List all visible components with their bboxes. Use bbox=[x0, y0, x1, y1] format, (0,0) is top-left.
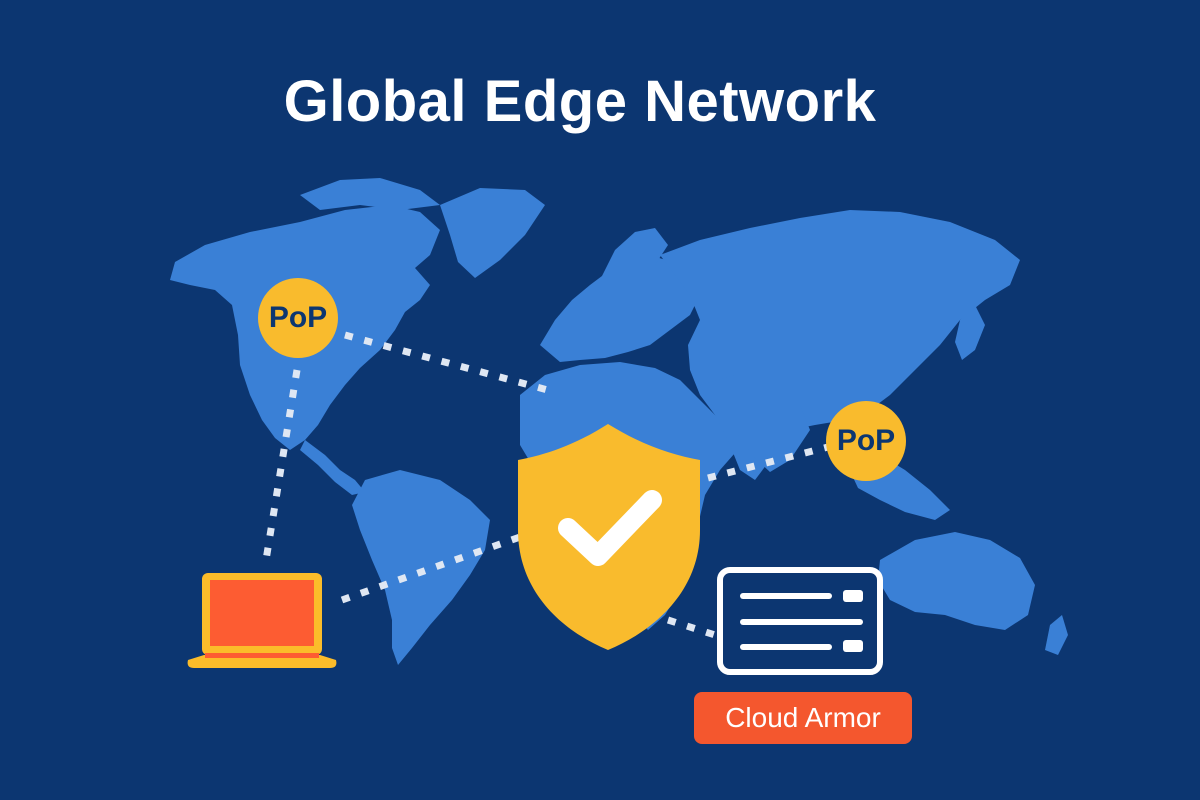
connector-pop-na-to-laptop bbox=[262, 369, 301, 561]
connector-pop-na-to-shield bbox=[344, 331, 556, 396]
server-icon bbox=[717, 567, 883, 675]
cloud-armor-badge: Cloud Armor bbox=[694, 692, 912, 744]
pop-label: PoP bbox=[268, 301, 328, 334]
connector-shield-to-server bbox=[666, 616, 717, 639]
connectors bbox=[262, 331, 829, 639]
greenland-shape bbox=[440, 188, 545, 278]
scandinavia-shape bbox=[600, 228, 668, 280]
laptop-icon bbox=[187, 573, 337, 668]
central-america-shape bbox=[300, 440, 365, 495]
page-title: Global Edge Network bbox=[283, 69, 877, 134]
new-zealand-shape bbox=[1045, 615, 1068, 655]
australia-shape bbox=[878, 532, 1035, 630]
pop-asia: PoP bbox=[826, 401, 906, 481]
pop-label: PoP bbox=[836, 424, 896, 457]
arctic-islands-shape bbox=[300, 178, 440, 210]
badge-label: Cloud Armor bbox=[725, 702, 881, 733]
pop-north-america: PoP bbox=[258, 278, 338, 358]
europe-shape bbox=[540, 255, 700, 362]
connector-shield-to-pop-asia bbox=[707, 443, 829, 482]
south-america-shape bbox=[352, 470, 490, 665]
shield-check-icon bbox=[518, 424, 700, 650]
japan-shape bbox=[955, 305, 985, 360]
arabia-india-shape bbox=[700, 375, 810, 472]
